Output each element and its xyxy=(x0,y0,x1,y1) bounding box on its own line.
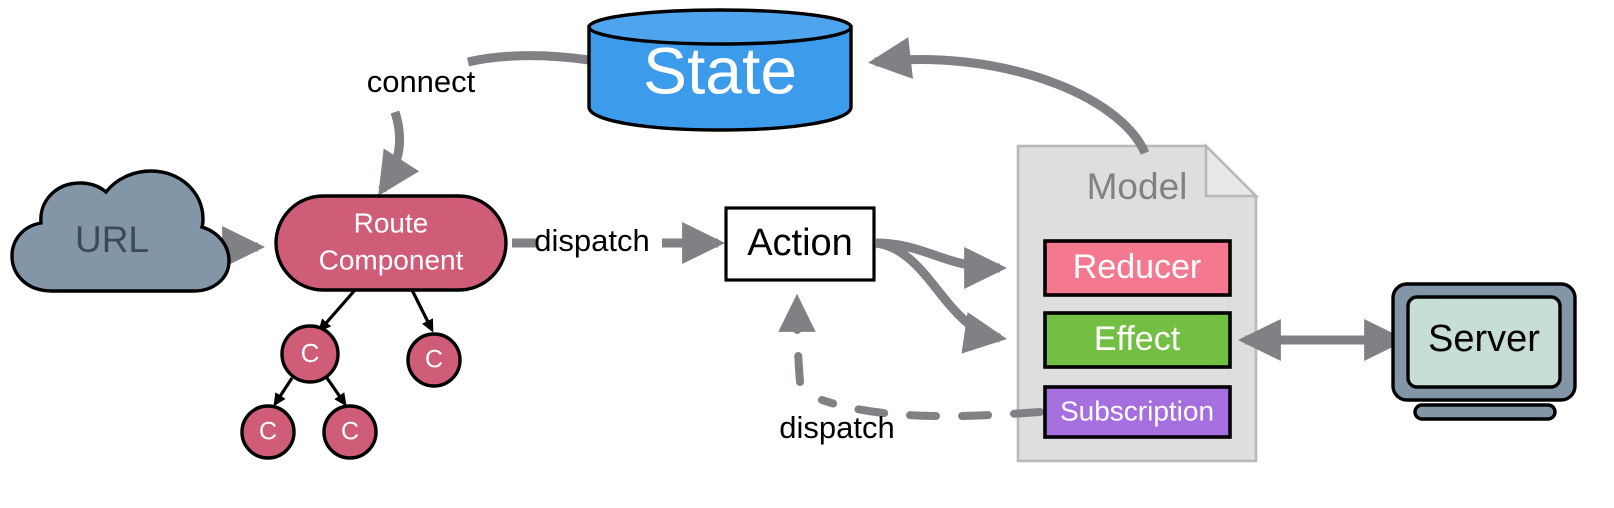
state-label: State xyxy=(643,33,797,107)
action-label: Action xyxy=(747,222,853,264)
effect-box-shape xyxy=(1043,311,1232,369)
node-action[interactable]: Action xyxy=(724,206,876,282)
edge-label-dispatch-subscription: dispatch xyxy=(779,410,894,445)
child-c4-shape xyxy=(322,404,378,460)
server-monitor-screen xyxy=(1406,295,1562,389)
state-cylinder-body xyxy=(587,25,853,132)
subscription-box-shape xyxy=(1043,385,1232,439)
child-c3-shape xyxy=(240,404,296,460)
node-reducer[interactable]: Reducer xyxy=(1043,239,1232,297)
edge-action-to-effect xyxy=(875,238,1007,354)
child-c4-label: C xyxy=(341,418,359,446)
edge-state-to-connect-stub xyxy=(466,51,590,67)
child-c1-label: C xyxy=(301,338,320,368)
route-component-label-line2: Component xyxy=(319,244,464,275)
edge-subscription-to-dispatch xyxy=(818,396,1044,421)
node-server[interactable]: Server xyxy=(1391,282,1577,421)
action-box-shape xyxy=(724,206,876,282)
child-c1-shape xyxy=(280,324,340,384)
node-url[interactable]: URL xyxy=(10,169,231,293)
url-label: URL xyxy=(75,219,149,260)
subscription-label: Subscription xyxy=(1060,395,1214,426)
node-subscription[interactable]: Subscription xyxy=(1043,385,1232,439)
edge-model-to-state xyxy=(868,37,1150,155)
server-label: Server xyxy=(1428,318,1540,360)
url-cloud-shape xyxy=(10,169,231,293)
child-c3-label: C xyxy=(259,418,277,446)
edge-connect-to-route xyxy=(378,110,420,196)
node-child-c3[interactable]: C xyxy=(240,404,296,460)
child-c2-label: C xyxy=(425,346,443,374)
model-panel-title: Model xyxy=(1087,166,1188,207)
edge-label-connect: connect xyxy=(367,64,476,99)
edge-c1-to-c3 xyxy=(273,377,294,407)
node-effect[interactable]: Effect xyxy=(1043,311,1232,369)
route-component-shape xyxy=(274,194,508,292)
edge-c1-to-c4 xyxy=(325,377,347,407)
node-child-c1[interactable]: C xyxy=(280,324,340,384)
model-panel-fold-icon xyxy=(1204,142,1260,198)
effect-label: Effect xyxy=(1094,320,1181,358)
route-component-label-line1: Route xyxy=(354,207,429,238)
node-child-c4[interactable]: C xyxy=(322,404,378,460)
child-c2-shape xyxy=(406,332,462,388)
server-monitor-stand xyxy=(1413,403,1557,421)
node-state[interactable]: State xyxy=(587,8,853,132)
edge-route-to-c2 xyxy=(410,289,434,333)
edge-label-dispatch-route: dispatch xyxy=(534,223,649,258)
edge-route-to-c1 xyxy=(318,288,357,333)
state-cylinder-top xyxy=(587,8,853,46)
edge-dispatch-to-action-dashed xyxy=(778,293,816,386)
reducer-label: Reducer xyxy=(1073,248,1202,286)
reducer-box-shape xyxy=(1043,239,1232,297)
node-route-component[interactable]: Route Component xyxy=(274,194,508,292)
node-child-c2[interactable]: C xyxy=(406,332,462,388)
